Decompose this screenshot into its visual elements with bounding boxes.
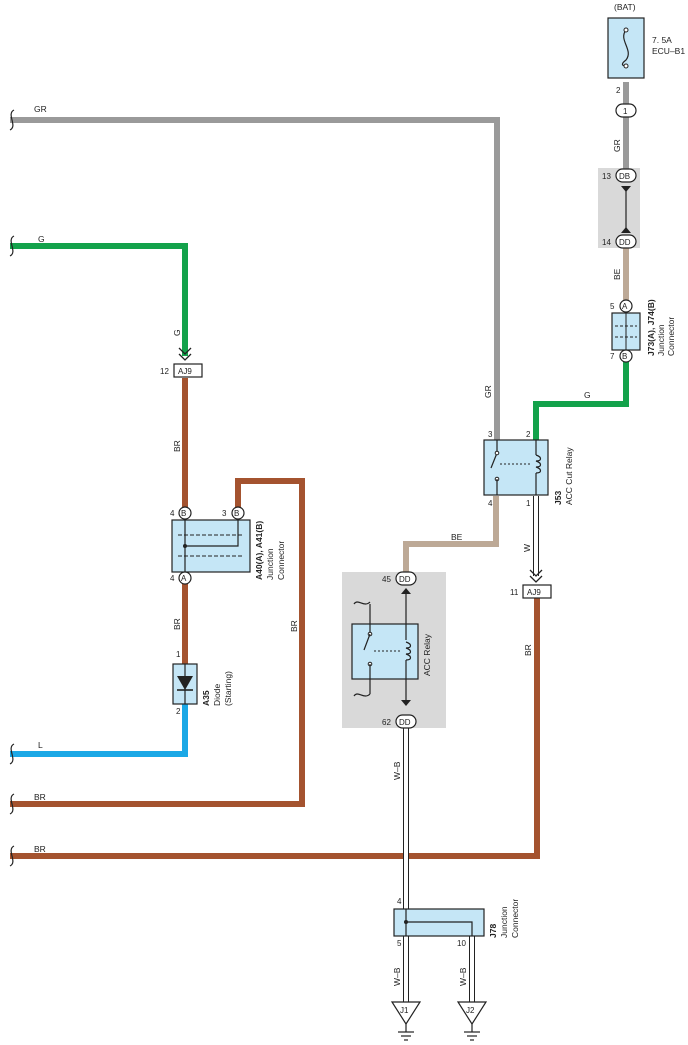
label-br-bottom2: BR	[34, 844, 46, 854]
wire-g-j73	[533, 362, 629, 442]
j53-pin2: 2	[526, 430, 531, 439]
j53-pin3: 3	[488, 430, 493, 439]
jcdb-top-code: DB	[619, 172, 630, 181]
diode-a35: 1 2 A35 Diode (Starting)	[172, 650, 233, 716]
j78-desc2: Connector	[510, 899, 520, 938]
a40-desc2: Connector	[276, 541, 286, 580]
j73-code-b: B	[622, 352, 627, 361]
junction-j78: 4 5 10 J78 Junction Connector	[393, 897, 520, 948]
fuse-pin: 2	[616, 86, 621, 95]
junction-a40-a41: B 4 B 3 A 4 A40(A), A41(B) Junction Conn…	[170, 506, 286, 585]
a40-code-b1: B	[181, 509, 186, 518]
j53-code: J53	[553, 491, 563, 505]
ground-j1: J1	[390, 1001, 422, 1041]
a40-desc1: Junction	[265, 548, 275, 580]
j73-pin-a: 5	[610, 302, 615, 311]
label-w: W	[522, 544, 532, 552]
aj9-right-pin: 11	[510, 588, 519, 597]
j73-pin-b: 7	[610, 352, 615, 361]
a40-code-b2: B	[234, 509, 239, 518]
a35-pin2: 2	[176, 707, 181, 716]
wire-be-mid	[403, 496, 499, 572]
wire-br-right	[10, 478, 305, 807]
wire-g-left	[10, 243, 188, 356]
label-be-mid: BE	[451, 532, 463, 542]
aj9-right-code: AJ9	[527, 588, 541, 597]
aj9-top-pin: 12	[160, 367, 169, 376]
acc-bottom-pin: 62	[382, 718, 391, 727]
j73-code-a: A	[622, 302, 628, 311]
wire-labels: GR GR GR G G G BR BR BR BR BR BR BE BE W…	[34, 104, 622, 986]
label-br-right: BR	[289, 620, 299, 632]
acc-top-pin: 45	[382, 575, 391, 584]
j78-desc1: Junction	[499, 906, 509, 938]
aj9-top-code: AJ9	[178, 367, 192, 376]
relay-j53: 3 2 4 1 J53 ACC Cut Relay	[483, 430, 574, 508]
j53-pin4: 4	[488, 499, 493, 508]
relay-acc: DD 45 DD 62 ACC Relay	[351, 571, 432, 729]
a35-pin1: 1	[176, 650, 181, 659]
junction-db-dd: DB 13 DD 14	[602, 168, 637, 249]
label-l: L	[38, 740, 43, 750]
wire-l	[10, 704, 188, 757]
fuse-ecu-b1: (BAT) 7. 5A ECU–B1 2 1	[607, 2, 685, 118]
j78-pin4: 4	[397, 897, 402, 906]
j53-pin1: 1	[526, 499, 531, 508]
acc-bottom-code: DD	[399, 718, 411, 727]
j73-desc1: Junction	[656, 324, 666, 356]
wire-br-bottom	[10, 598, 540, 859]
label-br-bottom1: BR	[34, 792, 46, 802]
a35-desc2: (Starting)	[223, 671, 233, 706]
a35-desc1: Diode	[212, 684, 222, 706]
a40-pin4b: 4	[170, 509, 175, 518]
label-g-left: G	[38, 234, 45, 244]
connector-aj9-top: AJ9 12	[160, 347, 203, 378]
label-wb-j1: W–B	[392, 967, 402, 986]
j78-code: J78	[488, 924, 498, 938]
ground-j2: J2	[456, 1001, 488, 1041]
a40-code-a: A	[181, 574, 187, 583]
j53-desc: ACC Cut Relay	[564, 447, 574, 505]
label-wb-j2: W–B	[458, 967, 468, 986]
fuse-source: (BAT)	[614, 2, 636, 12]
jcdb-bottom-pin: 14	[602, 238, 611, 247]
fuse-name: ECU–B1	[652, 46, 685, 56]
label-g-j73: G	[584, 390, 591, 400]
j78-pin10: 10	[457, 939, 466, 948]
jcdb-top-pin: 13	[602, 172, 611, 181]
ground-j1-label: J1	[400, 1006, 409, 1015]
a40-pin3b: 3	[222, 509, 227, 518]
acc-desc: ACC Relay	[422, 633, 432, 676]
ground-j2-label: J2	[466, 1006, 475, 1015]
label-wb-acc: W–B	[392, 761, 402, 780]
j73-desc2: Connector	[666, 317, 676, 356]
wire-gr-top	[10, 117, 500, 440]
junction-j73-j74: A 5 B 7 J73(A), J74(B) Junction Connecto…	[610, 299, 676, 363]
jcdb-bottom-code: DD	[619, 238, 631, 247]
label-br-b: BR	[172, 618, 182, 630]
fuse-connector: 1	[623, 107, 628, 116]
j78-pin5: 5	[397, 939, 402, 948]
a40-name: A40(A), A41(B)	[254, 521, 264, 580]
label-gr-vertical: GR	[483, 385, 493, 398]
label-gr-top: GR	[34, 104, 47, 114]
j73-name: J73(A), J74(B)	[646, 299, 656, 356]
a35-code: A35	[201, 690, 211, 706]
wire-break-marks	[9, 109, 15, 867]
fuse-rating: 7. 5A	[652, 35, 672, 45]
label-g-vertical: G	[172, 329, 182, 336]
label-br-a: BR	[172, 440, 182, 452]
label-br-aj9: BR	[523, 644, 533, 656]
label-be-top: BE	[612, 268, 622, 280]
a40-pin4a: 4	[170, 574, 175, 583]
connector-aj9-right: AJ9 11	[510, 569, 552, 599]
acc-top-code: DD	[399, 575, 411, 584]
label-gr-fuse: GR	[612, 139, 622, 152]
